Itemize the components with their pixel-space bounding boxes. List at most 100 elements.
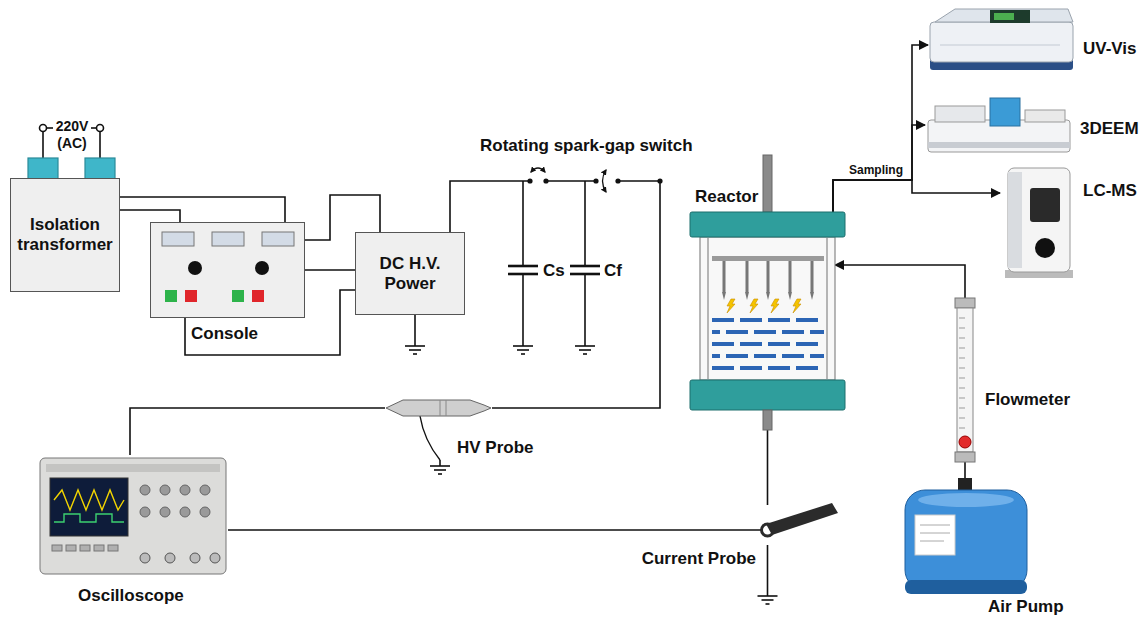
ground-symbol <box>439 460 441 466</box>
mains-terminal <box>47 127 54 129</box>
ground-symbol <box>583 353 587 355</box>
equipment-node: LC-MS <box>1000 165 1075 280</box>
reactor-drawing <box>690 212 845 237</box>
ground-symbol <box>758 590 778 604</box>
flowmeter-drawing <box>959 436 971 448</box>
flowmeter-drawing <box>955 298 975 308</box>
flowmeter-drawing <box>959 428 965 429</box>
oscilloscope-drawing <box>54 490 124 510</box>
equipment-label: 3DEEM <box>1080 119 1139 139</box>
reactor-drawing <box>746 261 749 292</box>
equipment-node: UV-Vis <box>928 5 1075 73</box>
reactor-drawing <box>727 299 735 313</box>
ground-symbol <box>762 599 774 601</box>
hv-probe-drawing <box>446 400 447 416</box>
air-pump-drawing <box>920 541 944 542</box>
transformer-terminal <box>85 158 115 179</box>
mains-terminal <box>40 125 47 132</box>
spark-gap-symbol <box>543 178 548 183</box>
oscilloscope-drawing <box>94 545 104 551</box>
reactor-drawing <box>707 237 709 380</box>
reactor-drawing <box>723 261 726 292</box>
oscilloscope-drawing <box>180 507 190 517</box>
reactor-drawing <box>712 318 824 322</box>
fluorescence-drawing <box>990 98 1020 126</box>
reactor-drawing <box>690 155 845 430</box>
reactor-drawing <box>724 261 812 292</box>
spark-gap-symbol <box>531 168 545 172</box>
equipment-label: UV-Vis <box>1083 39 1137 59</box>
ground-symbol <box>521 353 525 355</box>
ground-symbol <box>517 349 529 351</box>
current-probe-drawing <box>762 503 839 590</box>
capacitor-symbol <box>570 265 600 268</box>
wire-connector <box>833 180 1000 212</box>
flowmeter-drawing <box>959 348 965 349</box>
ground-symbol <box>414 340 416 346</box>
fluorescence-drawing <box>1025 110 1065 122</box>
console-panel <box>188 261 202 275</box>
reactor-drawing <box>750 299 758 313</box>
console-panel <box>255 261 269 275</box>
flowmeter-drawing <box>959 328 965 329</box>
mains-terminal <box>42 132 44 159</box>
reactor-drawing <box>771 299 779 313</box>
flowmeter-drawing <box>959 378 965 379</box>
oscilloscope-drawing <box>50 478 128 536</box>
ground-symbol <box>767 590 769 596</box>
wire-connector <box>228 529 762 531</box>
annotation-label: 220V (AC) <box>50 118 94 152</box>
oscilloscope-drawing <box>40 458 226 574</box>
reactor-drawing <box>767 261 770 292</box>
ground-symbol <box>513 345 533 347</box>
hv-probe-drawing <box>440 400 441 416</box>
transformer-terminal <box>28 158 58 179</box>
console-panel <box>262 232 294 246</box>
flowmeter-drawing <box>959 418 965 419</box>
oscilloscope-drawing <box>40 458 226 574</box>
spark-gap-symbol <box>527 178 532 183</box>
flowmeter-drawing <box>955 298 975 462</box>
annotation-label: Cf <box>604 261 622 281</box>
oscilloscope-drawing <box>52 545 118 551</box>
ground-symbol <box>522 340 524 346</box>
oscilloscope-drawing <box>160 507 170 517</box>
oscilloscope-drawing <box>140 485 150 495</box>
flowmeter-drawing <box>959 318 965 428</box>
wire-connector <box>120 197 285 222</box>
oscilloscope-drawing <box>180 485 190 495</box>
flowmeter-drawing <box>959 368 965 369</box>
mass-spectrometer-drawing <box>1030 188 1060 222</box>
ground-symbol <box>434 469 446 471</box>
fluorescence-drawing <box>935 106 985 122</box>
annotation-label: Sampling <box>849 160 903 180</box>
reactor-drawing <box>712 342 824 346</box>
wire-connector <box>833 125 925 212</box>
spark-gap-symbol <box>527 168 662 192</box>
oscilloscope-drawing <box>52 545 62 551</box>
console-panel <box>252 290 264 302</box>
equipment-label: Reactor <box>695 187 758 207</box>
equipment-node: Reactor <box>700 212 835 410</box>
reactor-drawing <box>793 299 801 313</box>
ground-symbol <box>430 460 450 474</box>
spectrophotometer-drawing <box>990 10 1030 23</box>
wire-connector <box>130 408 385 455</box>
reactor-drawing <box>712 330 824 334</box>
spark-gap-symbol <box>531 177 545 185</box>
ground-symbol <box>766 603 770 605</box>
air-pump-drawing <box>905 580 1027 594</box>
oscilloscope-drawing <box>66 545 76 551</box>
capacitor-symbol <box>522 274 524 340</box>
capacitor-symbol <box>508 181 600 340</box>
spark-gap-symbol <box>657 178 662 183</box>
oscilloscope-drawing <box>190 553 200 563</box>
oscilloscope-drawing <box>200 507 210 517</box>
mains-terminal <box>91 127 97 129</box>
console-panel <box>212 232 244 246</box>
wire-connector <box>835 265 965 298</box>
mass-spectrometer-drawing <box>1035 238 1055 258</box>
wire-connector <box>964 462 966 478</box>
ground-symbol <box>584 340 586 346</box>
